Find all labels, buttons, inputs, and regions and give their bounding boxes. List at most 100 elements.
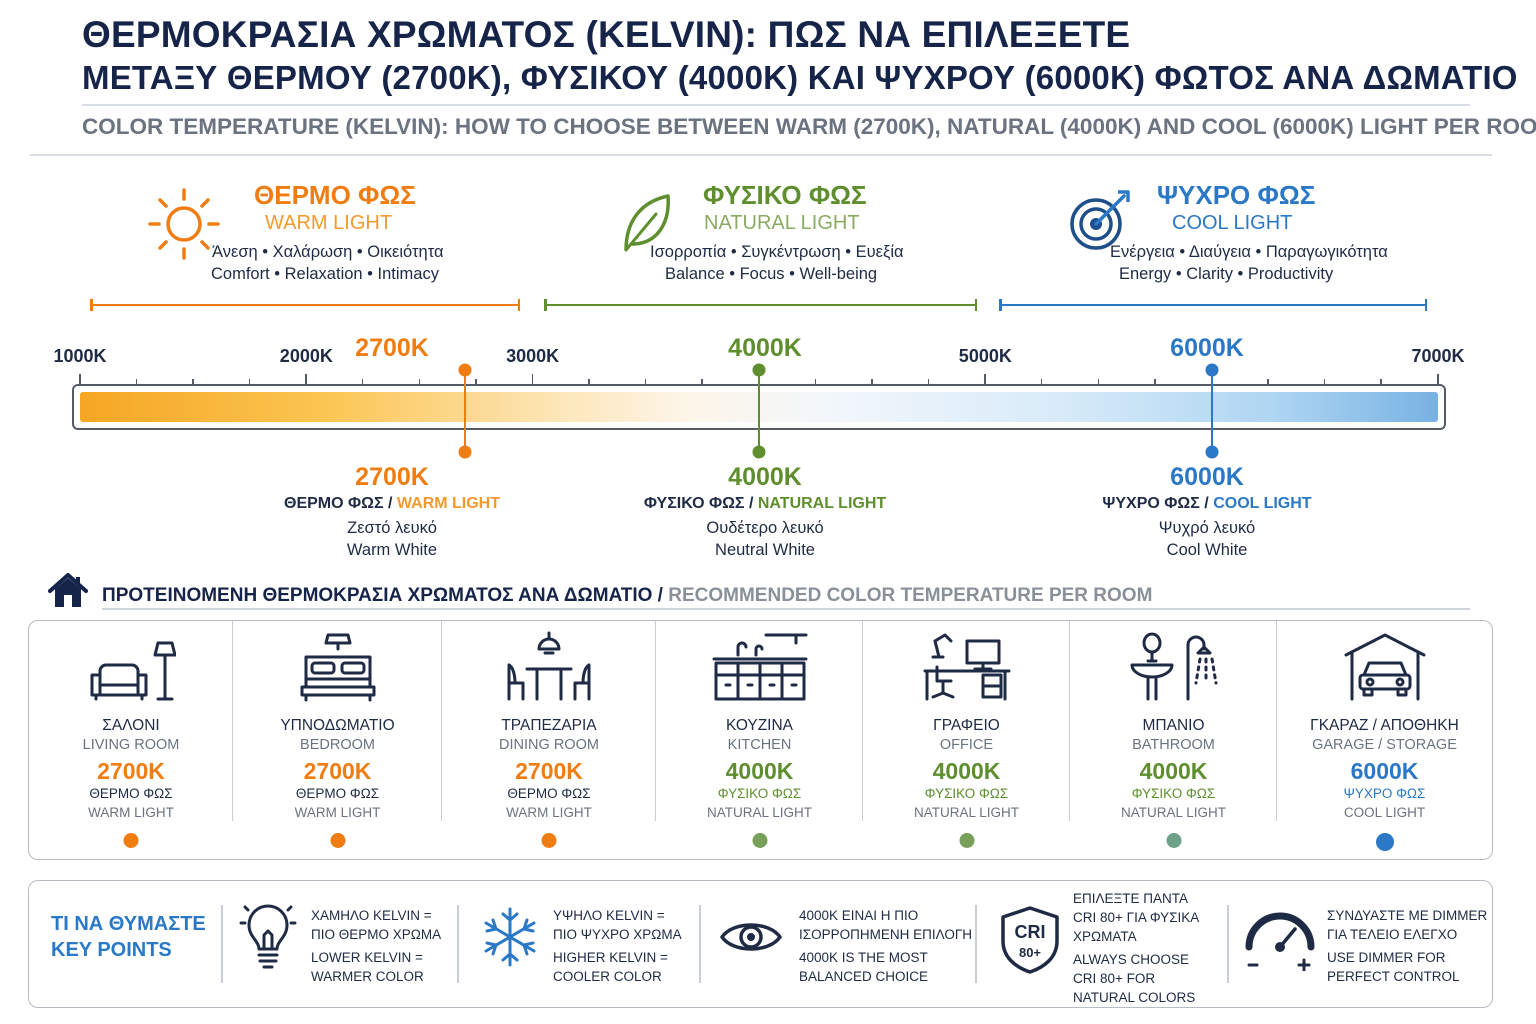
key-point-divider bbox=[975, 905, 977, 983]
room-living-kelvin: 2700K bbox=[97, 758, 165, 784]
rooms-title-en: RECOMMENDED COLOR TEMPERATURE PER ROOM bbox=[668, 585, 1153, 606]
category-natural-title: ΦΥΣΙΚΟ ΦΩΣ bbox=[703, 180, 867, 210]
marker-2700-value: 2700K bbox=[355, 463, 429, 491]
room-garage-light-en: COOL LIGHT bbox=[1343, 805, 1426, 820]
rooms-section-divider bbox=[102, 608, 1470, 610]
kp2-en-1: HIGHER KELVIN = bbox=[553, 950, 668, 965]
room-bedroom-en: BEDROOM bbox=[300, 737, 375, 753]
key-point-kelvin-high: ΥΨΗΛΟ KELVIN = ΠΙΟ ΨΥΧΡΟ ΧΡΩΜΑ HIGHER KE… bbox=[457, 881, 699, 1009]
cri-badge-icon: CRI 80+ bbox=[1001, 906, 1059, 974]
key-point-divider bbox=[1227, 905, 1229, 983]
sofa-lamp-icon bbox=[90, 641, 176, 701]
room-garage-light-gr: ΨΥΧΡΟ ΦΩΣ bbox=[1343, 786, 1426, 801]
scale-tick bbox=[1380, 379, 1382, 384]
scale-tick bbox=[1267, 379, 1269, 384]
scale-tick bbox=[1323, 379, 1326, 384]
room-card-garage: ΓΚΑΡΑΖ / ΑΠΟΘΗΚΗ GARAGE / STORAGE 6000K … bbox=[1277, 621, 1492, 851]
eye-icon bbox=[720, 923, 782, 951]
key-point-cri-text: ΕΠΙΛΕΞΤΕ ΠΑΝΤΑ CRI 80+ ΓΙΑ ΦΥΣΙΚΑ ΧΡΩΜΑΤ… bbox=[1073, 889, 1199, 1007]
marker-4000-white-en: Neutral White bbox=[715, 541, 815, 559]
kp3-gr-2: ΙΣΟΡΡΟΠΗΜΕΝΗ ΕΠΙΛΟΓΗ bbox=[799, 927, 973, 942]
marker-4000-name: ΦΥΣΙΚΟ ΦΩΣ / NATURAL LIGHT bbox=[644, 495, 886, 513]
target-icon bbox=[1070, 190, 1130, 250]
kp5-en-1: USE DIMMER FOR bbox=[1327, 950, 1446, 965]
room-bathroom-kelvin: 4000K bbox=[1139, 758, 1208, 784]
marker-line-4000 bbox=[758, 370, 760, 452]
scale-tick bbox=[192, 379, 194, 384]
room-divider bbox=[440, 621, 442, 821]
room-card-office: ΓΡΑΦΕΙΟ OFFICE 4000K ΦΥΣΙΚΟ ΦΩΣ NATURAL … bbox=[863, 621, 1070, 848]
bathroom-icon bbox=[1130, 632, 1217, 701]
scale-tick bbox=[248, 379, 251, 384]
scale-tick-label: 7000K bbox=[1411, 346, 1465, 366]
scale-tick bbox=[1097, 379, 1099, 384]
scale-tick bbox=[701, 379, 703, 384]
category-natural-desc-en: Balance • Focus • Well-being bbox=[665, 265, 878, 283]
marker-dot-2700-top bbox=[458, 363, 472, 377]
room-bedroom-light-en: WARM LIGHT bbox=[294, 805, 381, 820]
page-title-line1: ΘΕΡΜΟΚΡΑΣΙΑ ΧΡΩΜΑΤΟΣ (KELVIN): ΠΩΣ ΝΑ ΕΠ… bbox=[82, 14, 1131, 55]
kp2-en-2: COOLER COLOR bbox=[553, 969, 662, 984]
kp1-en-2: WARMER COLOR bbox=[311, 969, 424, 984]
category-warm-subtitle: WARM LIGHT bbox=[265, 212, 393, 234]
category-warm-desc-gr: Άνεση • Χαλάρωση • Οικειότητα bbox=[212, 243, 444, 261]
scale-tick-label: 1000K bbox=[53, 346, 107, 366]
kitchen-icon bbox=[712, 633, 807, 701]
page-subtitle: COLOR TEMPERATURE (KELVIN): HOW TO CHOOS… bbox=[82, 114, 1536, 139]
room-garage-gr: ΓΚΑΡΑΖ / ΑΠΟΘΗΚΗ bbox=[1310, 717, 1459, 734]
scale-tick bbox=[1437, 374, 1439, 384]
category-cool-subtitle: COOL LIGHT bbox=[1172, 212, 1293, 234]
house-icon bbox=[48, 573, 88, 607]
kp4-gr-3: ΧΡΩΜΑΤΑ bbox=[1073, 929, 1137, 944]
scale-tick bbox=[135, 379, 138, 384]
room-office-dot bbox=[959, 833, 974, 848]
key-point-kelvin-high-text: ΥΨΗΛΟ KELVIN = ΠΙΟ ΨΥΧΡΟ ΧΡΩΜΑ HIGHER KE… bbox=[553, 906, 682, 986]
key-point-divider bbox=[699, 905, 701, 983]
room-bedroom-kelvin: 2700K bbox=[303, 758, 372, 784]
scale-tick bbox=[927, 379, 930, 384]
marker-6000-sep: / bbox=[1199, 495, 1214, 512]
marker-dot-2700-bottom bbox=[458, 445, 472, 459]
kp3-en-1: 4000K IS THE MOST bbox=[799, 950, 928, 965]
room-kitchen-light-gr: ΦΥΣΙΚΟ ΦΩΣ bbox=[717, 786, 802, 801]
natural-range-bracket bbox=[544, 299, 977, 311]
cri-badge-top: CRI bbox=[1015, 922, 1046, 942]
room-dining-en: DINING ROOM bbox=[499, 737, 599, 753]
marker-dot-4000-top bbox=[752, 363, 766, 377]
kp4-en-3: NATURAL COLORS bbox=[1073, 990, 1196, 1005]
room-divider bbox=[231, 621, 233, 821]
rooms-title-sep: / bbox=[652, 585, 669, 606]
dimmer-gauge-icon bbox=[1245, 912, 1315, 971]
kp4-en-2: CRI 80+ FOR bbox=[1073, 971, 1156, 986]
scale-tick bbox=[1154, 379, 1156, 384]
kp1-en-1: LOWER KELVIN = bbox=[311, 950, 423, 965]
room-office-kelvin: 4000K bbox=[932, 758, 1001, 784]
header-divider bbox=[30, 154, 1492, 156]
room-bathroom-gr: ΜΠΑΝΙΟ bbox=[1142, 717, 1205, 734]
scale-tick bbox=[588, 379, 590, 384]
marker-4000-value: 4000K bbox=[728, 463, 802, 491]
marker-4000-white-gr: Ουδέτερο λευκό bbox=[706, 519, 824, 537]
room-bathroom-light-gr: ΦΥΣΙΚΟ ΦΩΣ bbox=[1131, 786, 1216, 801]
room-bedroom-gr: ΥΠΝΟΔΩΜΑΤΙΟ bbox=[280, 717, 395, 734]
key-point-4000k: 4000K ΕΙΝΑΙ Η ΠΙΟ ΙΣΟΡΡΟΠΗΜΕΝΗ ΕΠΙΛΟΓΗ 4… bbox=[699, 881, 975, 1009]
room-living-light-en: WARM LIGHT bbox=[88, 805, 174, 820]
category-warm-desc-en: Comfort • Relaxation • Intimacy bbox=[211, 265, 439, 283]
scale-tick bbox=[531, 374, 534, 384]
marker-6000-white-en: Cool White bbox=[1166, 541, 1248, 559]
marker-6000-white-gr: Ψυχρό λευκό bbox=[1158, 519, 1256, 537]
room-divider bbox=[1275, 621, 1277, 821]
key-points-title: ΤΙ ΝΑ ΘΥΜΑΣΤΕ KEY POINTS bbox=[51, 911, 206, 963]
kp4-gr-2: CRI 80+ ΓΙΑ ΦΥΣΙΚΑ bbox=[1073, 910, 1200, 925]
room-card-kitchen: ΚΟΥΖΙΝΑ KITCHEN 4000K ΦΥΣΙΚΟ ΦΩΣ NATURAL… bbox=[656, 621, 863, 848]
room-dining-dot bbox=[541, 833, 557, 848]
key-point-divider bbox=[221, 905, 223, 983]
marker-top-6000: 6000K bbox=[1170, 334, 1244, 362]
scale-tick bbox=[361, 379, 364, 384]
marker-dot-6000-bottom bbox=[1205, 445, 1219, 459]
room-divider bbox=[1068, 621, 1070, 821]
marker-2700-name-en: WARM LIGHT bbox=[396, 495, 501, 512]
dining-table-icon bbox=[507, 631, 591, 701]
room-bathroom-light-en: NATURAL LIGHT bbox=[1120, 805, 1226, 820]
room-kitchen-en: KITCHEN bbox=[727, 737, 792, 753]
